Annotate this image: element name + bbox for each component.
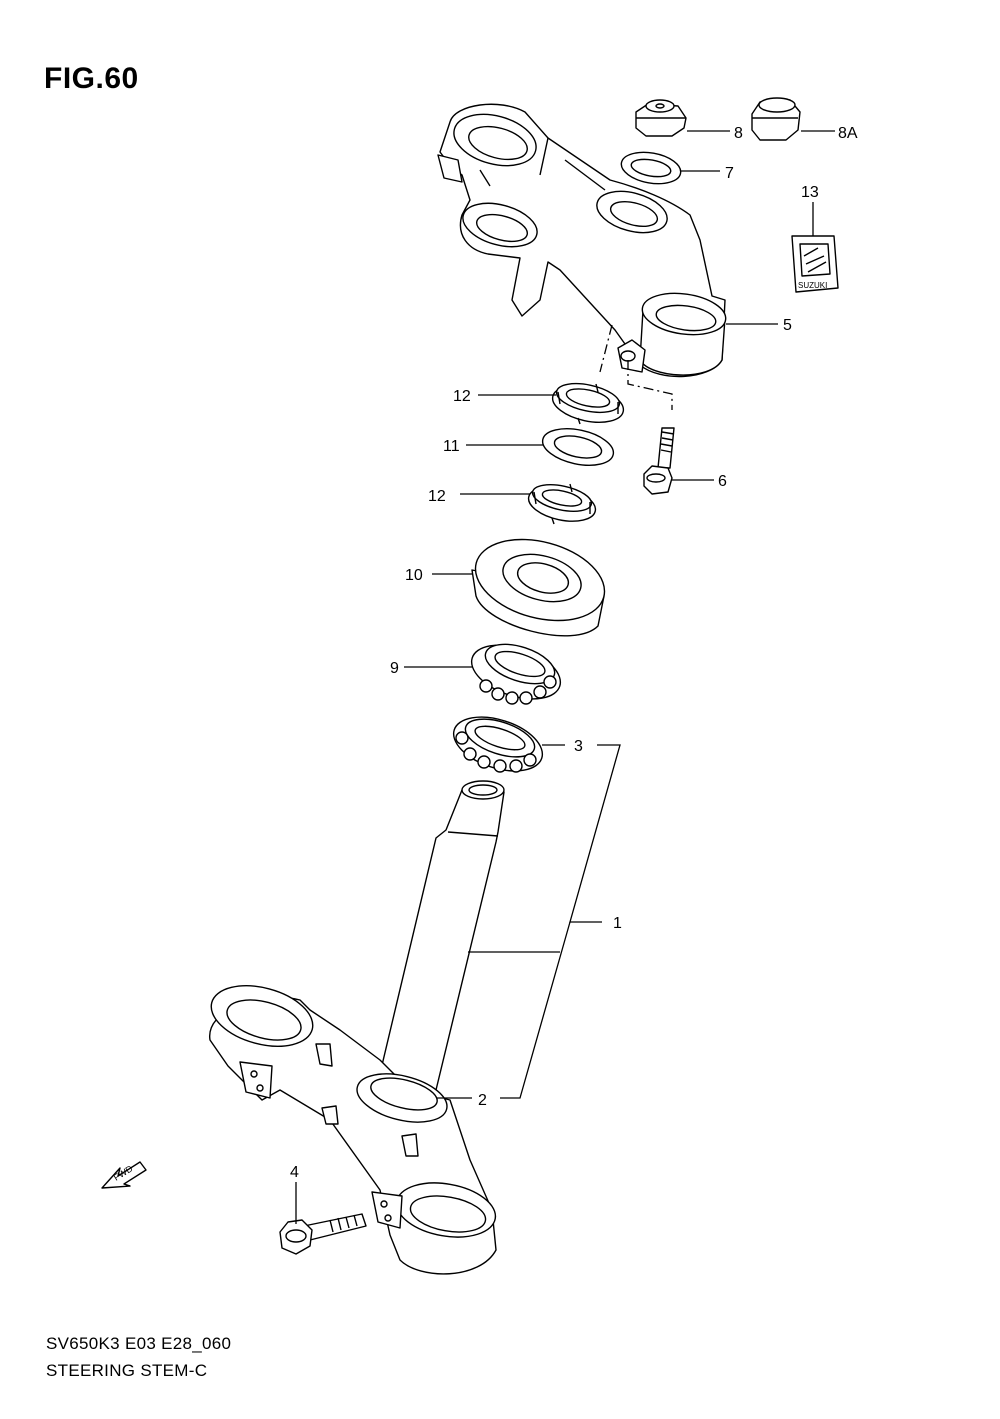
callout-12-upper: 12 (453, 388, 471, 405)
emblem-text: SUZUKI (798, 281, 827, 290)
callout-labels: 1 2 3 4 5 6 7 8 8A 9 10 11 12 12 13 (290, 125, 858, 1181)
callout-6: 6 (718, 473, 727, 490)
washer-7 (620, 151, 682, 185)
steering-stem-lower-bracket (209, 780, 505, 1275)
callout-2: 2 (478, 1092, 487, 1109)
diagram-code: SV650K3 E03 E28_060 (46, 1334, 232, 1353)
bolt-4 (279, 1213, 367, 1255)
leader-lines (295, 130, 835, 1224)
figure-title: FIG.60 (44, 62, 139, 95)
bearing-9 (470, 643, 562, 705)
callout-8: 8 (734, 125, 743, 142)
bolt-6 (627, 360, 675, 495)
lock-nut-12-upper (551, 382, 625, 425)
callout-5: 5 (783, 317, 792, 334)
cap-nut-8 (635, 99, 687, 137)
suzuki-emblem: SUZUKI (791, 235, 839, 293)
callout-10: 10 (405, 567, 423, 584)
cap-nut-8a (751, 97, 801, 141)
callout-13: 13 (801, 184, 819, 201)
upper-bracket (437, 103, 727, 378)
callout-8a: 8A (838, 125, 858, 142)
diagram-name: STEERING STEM-C (46, 1361, 208, 1380)
callout-4: 4 (290, 1164, 299, 1181)
callout-3: 3 (574, 738, 583, 755)
dust-seal-10 (471, 538, 606, 637)
callout-11: 11 (443, 438, 460, 455)
callout-1: 1 (613, 915, 622, 932)
callout-9: 9 (390, 660, 399, 677)
callout-12-lower: 12 (428, 488, 446, 505)
fwd-arrow-icon: FWD (101, 1161, 147, 1189)
bearing-3 (452, 716, 544, 773)
lock-nut-12-lower (527, 483, 597, 525)
callout-7: 7 (725, 165, 734, 182)
washer-11 (541, 428, 615, 466)
